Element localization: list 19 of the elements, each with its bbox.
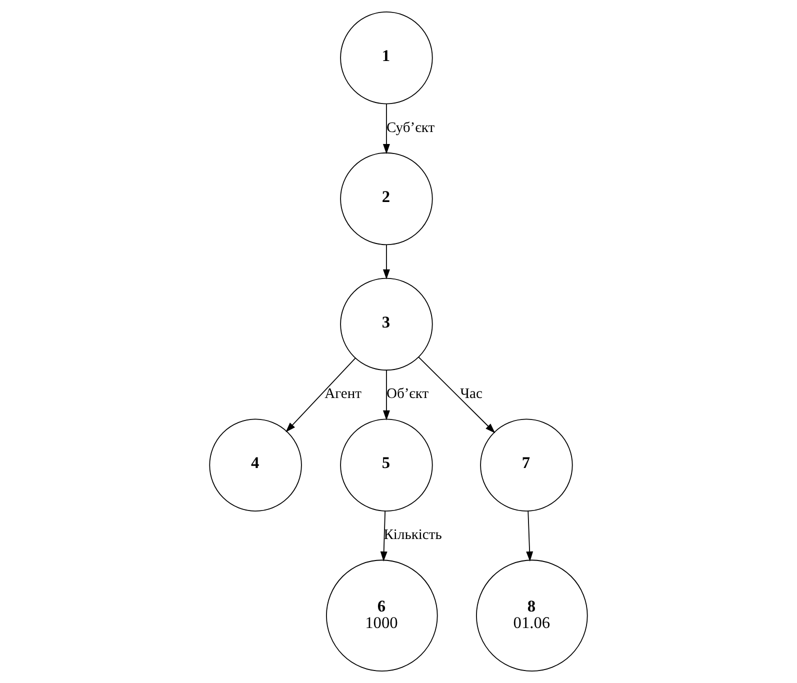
node-circle: 7 bbox=[480, 418, 573, 512]
node-circle: 6 1000 bbox=[326, 560, 438, 672]
arrow bbox=[382, 244, 390, 280]
node-circle: 8 01.06 bbox=[476, 560, 588, 672]
arrow bbox=[286, 358, 356, 432]
arrow bbox=[382, 370, 390, 420]
arrow bbox=[418, 356, 496, 434]
edge-label: Агент bbox=[324, 386, 362, 402]
arrow bbox=[382, 103, 390, 154]
arrow bbox=[526, 510, 534, 562]
node-circle: 1 bbox=[340, 12, 433, 104]
node-circle: 4 bbox=[209, 418, 302, 512]
edge-label: Об’єкт bbox=[386, 386, 429, 402]
node-circle: 5 bbox=[340, 418, 433, 512]
edge-label: Час bbox=[460, 386, 482, 402]
edge-label: Суб’єкт bbox=[386, 120, 435, 136]
node-circle: 2 bbox=[340, 152, 433, 246]
node-circle: 3 bbox=[340, 278, 433, 371]
arrow bbox=[380, 510, 388, 562]
